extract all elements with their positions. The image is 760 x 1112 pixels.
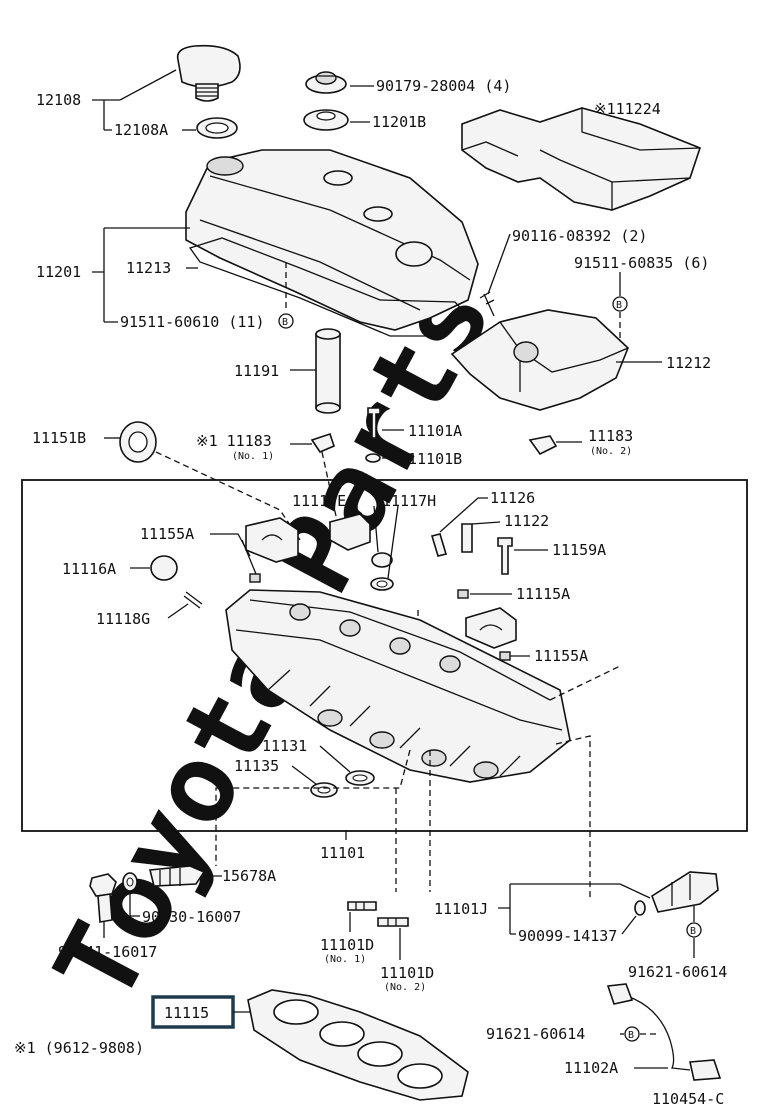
label-90116: 90116-08392 (2) [512,227,647,245]
cylinder-head-cover[interactable] [185,149,479,331]
b-marker-3 [686,922,702,938]
label-11101: 11101 [320,844,365,862]
label-11115a: 11115A [516,585,570,603]
bolt-11101a[interactable] [367,407,381,439]
dowel-11115a[interactable] [457,589,469,599]
label-11101b: 11101B [408,450,462,468]
label-90179: 90179-28004 (4) [376,77,511,95]
label-11183-no2: 11183 [588,427,633,445]
label-11183-no2-sub: (No. 2) [590,446,632,457]
head-gasket[interactable] [247,989,469,1101]
washer-90430[interactable] [122,872,138,892]
b-marker-4 [624,1026,640,1042]
label-11101d-no2: 11101D [380,964,434,982]
part-11183-no1[interactable] [310,432,335,453]
stud-11101d-no2[interactable] [377,917,409,927]
label-90099: 90099-14137 [518,927,617,945]
cylinder-head[interactable] [225,589,571,783]
label-11118g: 11118G [96,610,150,628]
label-11101a: 11101A [408,422,462,440]
label-11117e: 11117E [292,492,346,510]
label-11117h: 11117H [382,492,436,510]
label-11102a: 11102A [564,1059,618,1077]
label-11101d-no2-sub: (No. 2) [384,982,426,993]
oil-seal[interactable] [119,421,157,463]
label-91511-60835: 91511-60835 (6) [574,254,709,272]
oil-filler-cap[interactable] [176,44,241,102]
label-11213: 11213 [126,259,171,277]
label-90430: 90430-16007 [142,908,241,926]
dowel-11155a-2[interactable] [499,651,511,661]
pin-11118g[interactable] [183,591,203,609]
sensor-15678a[interactable] [148,865,206,887]
b-marker-3-label: B [690,926,696,937]
engine-cover[interactable] [461,107,701,211]
part-11183-no2[interactable] [528,435,558,456]
timing-belt-cover[interactable] [450,309,629,411]
label-12108: 12108 [36,91,81,109]
label-91511-60610: 91511-60610 (11) [120,313,265,331]
valve-11117h[interactable] [370,552,394,591]
cylinder-head-frame [21,479,748,832]
label-11183-no1: ※1 11183 [196,432,272,450]
label-11126: 11126 [490,489,535,507]
label-11135: 11135 [234,757,279,775]
label-11155a-2: 11155A [534,647,588,665]
diagram-id: 110454-C [652,1090,724,1108]
label-11115[interactable]: 11115 [164,1004,209,1022]
bolt-11159a[interactable] [497,537,513,575]
bearing-cap-1[interactable] [245,517,299,563]
b-marker-1-label: B [282,317,288,328]
b-marker-1 [278,313,294,329]
label-11151b: 11151B [32,429,86,447]
label-11183-no1-sub: (No. 1) [232,451,274,462]
note-label: ※1 (9612-9808) [14,1039,144,1057]
label-91621-b: 91621-60614 [486,1025,585,1043]
label-11131: 11131 [262,737,307,755]
label-11191: 11191 [234,362,279,380]
b-marker-2 [612,296,628,312]
stud-11101d-no1[interactable] [347,901,377,911]
plug-tube[interactable] [315,328,341,414]
label-91621-a: 91621-60614 [628,963,727,981]
o-ring-90099[interactable] [634,900,646,916]
label-11201: 11201 [36,263,81,281]
wire-harness-11102a[interactable] [606,983,722,1081]
label-11201b: 11201B [372,113,426,131]
label-11116a: 11116A [62,560,116,578]
plug-11116a[interactable] [150,555,178,581]
label-11122: 11122 [504,512,549,530]
label-15678a: 15678A [222,867,276,885]
head-cover-gasket[interactable] [188,237,472,337]
label-90341: 90341-16017 [58,943,157,961]
label-11101j: 11101J [434,900,488,918]
label-11159a: 11159A [552,541,606,559]
guide-11126[interactable] [430,533,448,557]
dowel-11155a[interactable] [249,573,261,583]
b-marker-4-label: B [628,1030,634,1041]
label-11101d-no1: 11101D [320,936,374,954]
label-11212: 11212 [666,354,711,372]
bearing-cap-2[interactable] [465,607,517,649]
washer-11101b[interactable] [365,453,381,463]
label-11155a-1: 11155A [140,525,194,543]
guide-11122[interactable] [461,523,473,553]
gasket-11135[interactable] [310,782,338,798]
b-marker-2-label: B [616,300,622,311]
grommet-11201b[interactable] [303,109,349,131]
label-12108a: 12108A [114,121,168,139]
filler-cap-gasket[interactable] [196,117,238,139]
sensor-right[interactable] [651,871,719,913]
bearing-cap-11117e[interactable] [329,513,371,551]
label-111224: ※111224 [594,100,661,118]
gasket-11131[interactable] [345,770,375,786]
drain-plug-90341[interactable] [89,873,117,923]
label-11101d-no1-sub: (No. 1) [324,954,366,965]
grommet-90179[interactable] [305,71,347,94]
